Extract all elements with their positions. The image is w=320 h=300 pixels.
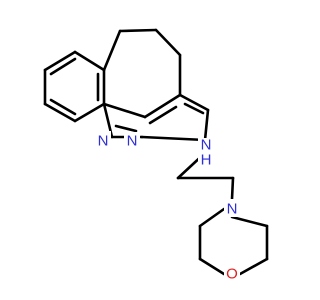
bond-benzo-inner-1 [49,57,77,76]
atom-n-amine: N H [198,137,214,169]
atom-label-h-amine: H [201,152,212,169]
bond-cyclo-2 [118,28,158,33]
atom-label-layer: N N N H N O [95,131,240,283]
bond-pyr-inner-3 [114,124,138,133]
bond-benzo-2 [73,50,106,72]
bond-cyclo-5 [102,102,147,119]
bond-morph-4 [198,257,226,276]
atom-label-n-morpholine: N [227,201,238,218]
bond-benzo-1 [43,50,77,72]
bond-pyr-1 [178,93,210,112]
atom-o-morpholine: O [224,265,240,283]
atom-label-n-amine: N [201,137,212,154]
structure-canvas: N N N H N O [43,28,269,283]
bond-pyr-2 [203,108,210,142]
atom-n-ring-2: N [124,132,140,150]
bond-pyr-inner-1 [148,105,178,125]
bond-cyclo-3 [154,28,182,57]
atom-n-ring-1: N [95,131,111,150]
bond-pyr-3 [140,135,207,142]
bond-cyclo-6 [143,93,182,119]
bond-benzo-inner-3 [49,98,77,116]
molecule-structure: N N N H N O [43,28,269,283]
bond-benzo-4 [73,102,106,123]
bond-chain-3 [230,176,235,201]
bond-cyclo-1 [102,29,122,72]
atom-label-o-morpholine: O [226,266,238,283]
atom-label-n-ring-1: N [98,133,109,150]
bond-morph-6 [198,207,226,228]
atom-label-n-ring-2: N [127,133,138,150]
bond-pyr-inner-2 [183,102,205,115]
atom-n-morpholine: N [224,199,240,218]
bond-morph-1 [230,215,269,228]
bond-morph-3 [238,257,269,276]
bond-benzo-5 [43,102,77,123]
bond-layer [43,28,269,276]
